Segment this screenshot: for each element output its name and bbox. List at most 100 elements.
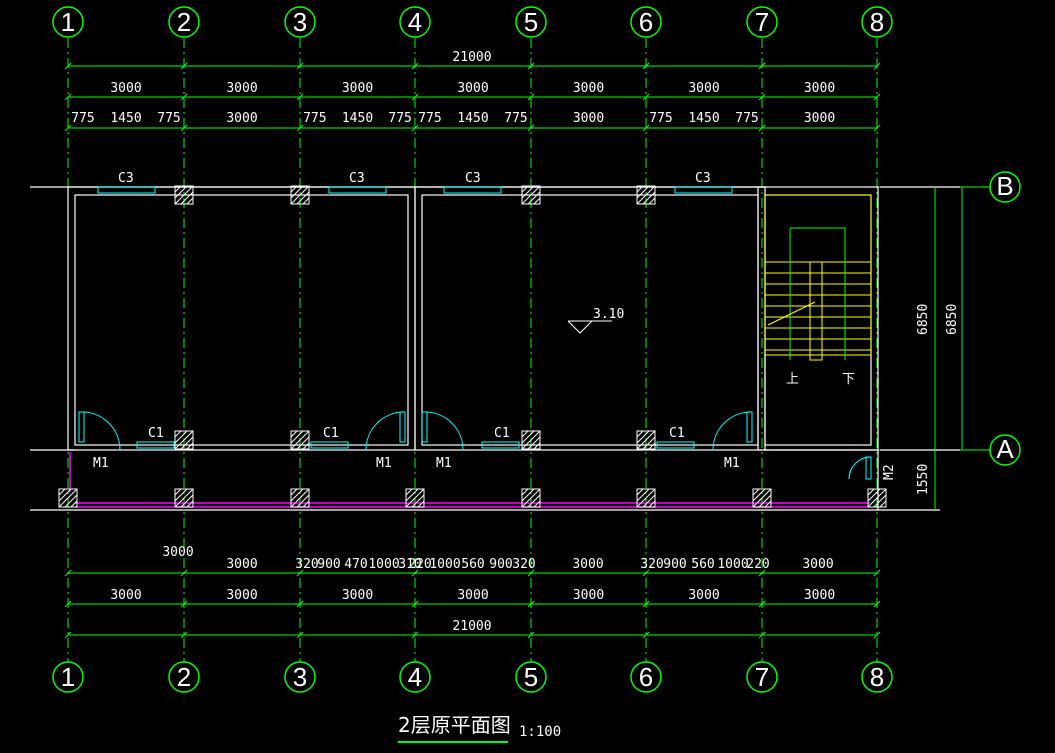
column-hatch [752, 488, 766, 502]
dim-tick [64, 62, 72, 70]
column [636, 430, 656, 450]
axis-bubble [515, 6, 547, 38]
dim-bottom-detail: 220 [408, 557, 431, 572]
dim-tick [642, 600, 650, 608]
window-label-c3: C3 [349, 171, 365, 186]
dim-bottom-bay: 3000 [226, 588, 257, 603]
window-label-c3: C3 [465, 171, 481, 186]
drawing-scale: 1:100 [519, 724, 561, 740]
column-hatch [867, 488, 875, 496]
dim-tick [64, 600, 72, 608]
dim-bottom-detail: 310 [398, 557, 421, 572]
axis-label: 5 [524, 662, 538, 692]
column-hatch [867, 488, 887, 508]
column-hatch [302, 197, 310, 205]
dim-bottom-bay: 3000 [342, 588, 373, 603]
dim-bottom-detail: 3000 [226, 557, 257, 572]
axis-label: 7 [755, 7, 769, 37]
column [290, 185, 310, 205]
column-hatch [290, 430, 298, 438]
axis-bubble [284, 661, 316, 693]
dim-tick [411, 62, 419, 70]
column-outline [636, 430, 656, 450]
column-hatch [648, 442, 656, 450]
dim-top-window: 775 [388, 111, 411, 126]
dim-tick [642, 62, 650, 70]
column-outline [405, 488, 425, 508]
column [636, 488, 656, 508]
column [290, 488, 310, 508]
column-hatch [521, 430, 541, 450]
column-hatch [867, 488, 881, 502]
column-hatch [290, 185, 310, 205]
column [174, 185, 194, 205]
column-outline [636, 185, 656, 205]
dim-tick [758, 93, 766, 101]
dim-tick [411, 93, 419, 101]
columns [58, 185, 887, 508]
dim-tick [758, 62, 766, 70]
column-outline [521, 488, 541, 508]
column-hatch [186, 442, 194, 450]
column-hatch [296, 494, 310, 508]
dim-tick [642, 93, 650, 101]
dim-top-window: 775 [303, 111, 326, 126]
dim-tick [527, 600, 535, 608]
column-hatch [521, 488, 535, 502]
column-hatch [180, 191, 194, 205]
dim-bottom-bay: 3000 [457, 588, 488, 603]
column-hatch [521, 185, 541, 205]
column-hatch [296, 191, 310, 205]
doors [78, 411, 872, 480]
column-hatch [642, 191, 656, 205]
column-hatch [521, 430, 529, 438]
column-hatch [174, 488, 188, 502]
dim-tick [873, 62, 881, 70]
dim-bottom-detail: 560 [691, 557, 714, 572]
column-hatch [180, 436, 194, 450]
column-outline [867, 488, 887, 508]
door-label-m1: M1 [376, 456, 392, 471]
dim-top-window: 3000 [573, 111, 604, 126]
dim-top-window: 775 [504, 111, 527, 126]
dim-top-window: 775 [157, 111, 180, 126]
axis-bubble [284, 6, 316, 38]
dim-tick [64, 93, 72, 101]
axis-label: A [996, 434, 1014, 464]
dim-tick [180, 631, 188, 639]
column-hatch [64, 494, 78, 508]
elevation-marker [567, 320, 612, 334]
column-hatch [302, 500, 310, 508]
dim-top-window: 1450 [457, 111, 488, 126]
dim-bottom-bay: 3000 [110, 588, 141, 603]
dim-top-bay: 3000 [688, 81, 719, 96]
column-hatch [411, 494, 425, 508]
column-hatch [174, 430, 182, 438]
column-hatch [527, 436, 541, 450]
dim-right-1: 6850 [916, 304, 931, 335]
dim-bottom-detail: 3000 [802, 557, 833, 572]
column-hatch [174, 185, 194, 205]
axis-bubble [630, 661, 662, 693]
column-outline [174, 185, 194, 205]
column-outline [290, 430, 310, 450]
dim-bottom-detail: 470 [344, 557, 367, 572]
column-hatch [764, 500, 772, 508]
column [58, 488, 78, 508]
dim-bottom-detail: 1000 [368, 557, 399, 572]
dim-right-2: 6850 [945, 304, 960, 335]
dim-bottom-detail: 220 [746, 557, 769, 572]
dim-tick [873, 600, 881, 608]
dim-tick [873, 93, 881, 101]
dim-bottom-bay: 3000 [804, 588, 835, 603]
door-label-m2: M2 [882, 464, 897, 480]
column-hatch [417, 500, 425, 508]
dim-bottom-detail: 900 [317, 557, 340, 572]
dim-bottom-detail: 3000 [572, 557, 603, 572]
axis-label: 6 [639, 662, 653, 692]
column [521, 430, 541, 450]
column-hatch [636, 488, 644, 496]
axis-label: 4 [408, 7, 422, 37]
axis-label: 4 [408, 662, 422, 692]
